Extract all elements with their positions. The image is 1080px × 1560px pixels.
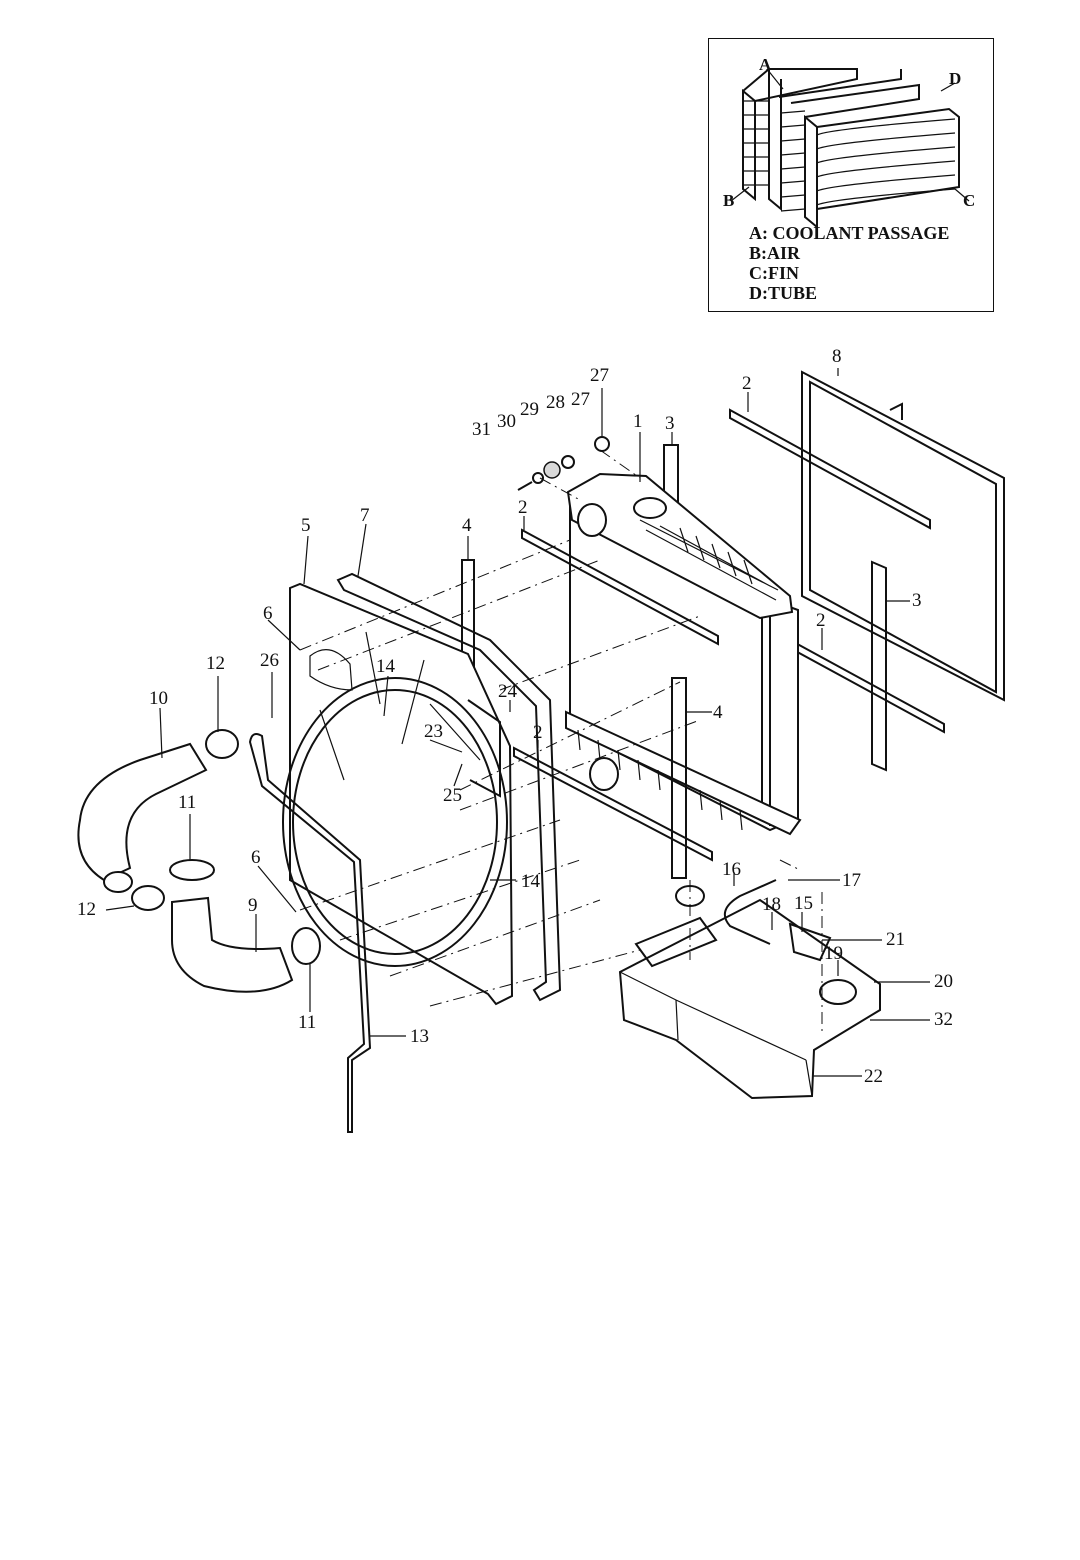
callout-29: 29 [520,400,539,420]
callout-23: 23 [424,722,443,742]
callout-14-lower: 14 [521,872,540,892]
callout-2-front: 2 [518,498,528,518]
callout-4-left: 4 [462,516,472,536]
callout-24: 24 [498,682,517,702]
bar-2-top-rear [730,410,930,528]
callout-25: 25 [443,786,462,806]
callout-30: 30 [497,412,516,432]
radiator-core [566,474,800,834]
callout-16: 16 [722,860,741,880]
callout-26: 26 [260,651,279,671]
callout-21: 21 [886,930,905,950]
callout-1: 1 [633,412,643,432]
callout-6-upper: 6 [263,604,273,624]
callout-7: 7 [360,506,370,526]
callout-3-right: 3 [912,591,922,611]
callout-18: 18 [762,895,781,915]
reserve-tank [620,886,880,1098]
callout-19: 19 [824,944,843,964]
callout-2-lower-rear: 2 [816,611,826,631]
callout-10: 10 [149,689,168,709]
hose-clamp-12-upper [206,730,238,758]
lower-hose [172,898,292,992]
callout-5: 5 [301,516,311,536]
callout-8: 8 [832,347,842,367]
callout-17: 17 [842,871,861,891]
callout-31: 31 [472,420,491,440]
callout-3-upper: 3 [665,414,675,434]
callout-20: 20 [934,972,953,992]
callout-27: 27 [571,390,590,410]
callout-28: 28 [546,393,565,413]
callout-32: 32 [934,1010,953,1030]
callout-2-rear: 2 [742,374,752,394]
strip-3-right [872,562,886,770]
callout-6-lower: 6 [251,848,261,868]
hose-clamp-11-lower [292,928,320,964]
callout-11-lower: 11 [298,1013,316,1033]
callout-22: 22 [864,1067,883,1087]
bar-2-bottom-rear [790,640,944,732]
hose-clamp-12-lower [132,886,164,910]
hose-clamp-11-upper [170,860,214,880]
callout-15: 15 [794,894,813,914]
callout-27-top: 27 [590,366,609,386]
callout-11-upper: 11 [178,793,196,813]
callout-12-upper: 12 [206,654,225,674]
callout-13: 13 [410,1027,429,1047]
callout-4-front: 4 [713,703,723,723]
callout-12-lower: 12 [77,900,96,920]
callout-14-upper: 14 [376,657,395,677]
callout-2-lower-front: 2 [533,723,543,743]
screen-frame [802,372,1004,700]
callout-9: 9 [248,896,258,916]
